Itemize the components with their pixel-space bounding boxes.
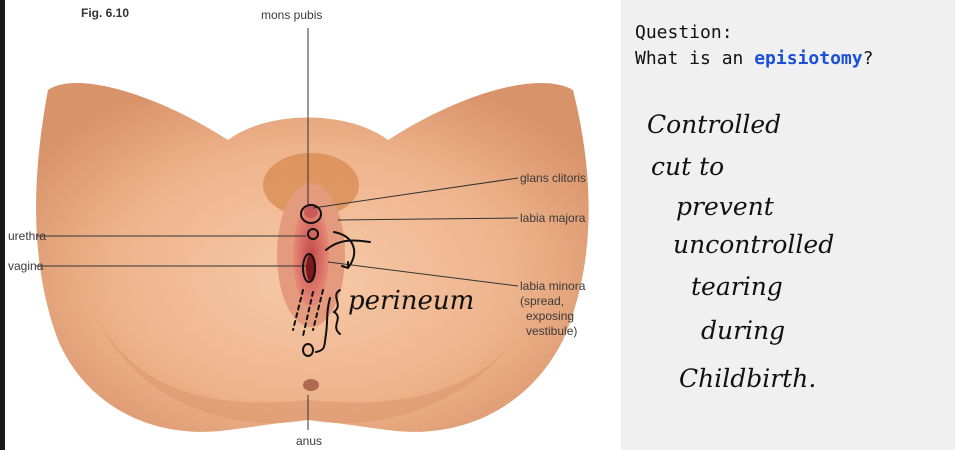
- label-labia-minora-vestibule: vestibule): [526, 324, 577, 339]
- label-vagina: vagina: [8, 259, 43, 274]
- answer-line-1: Controlled: [647, 110, 781, 139]
- label-mons-pubis: mons pubis: [261, 8, 322, 23]
- answer-line-6: during: [701, 316, 785, 345]
- question-suffix: ?: [863, 48, 874, 69]
- answer-line-2: cut to: [651, 152, 724, 181]
- question-panel: Question: What is an episiotomy? Control…: [621, 0, 955, 450]
- label-labia-minora-spread: (spread,: [520, 294, 564, 309]
- question-heading: Question:: [635, 22, 733, 43]
- figure-number: Fig. 6.10: [81, 6, 129, 20]
- answer-line-7: Childbirth.: [679, 364, 816, 393]
- anatomy-figure: Fig. 6.10 mons pubis glans clitoris labi…: [8, 0, 621, 450]
- answer-line-3: prevent: [676, 192, 774, 221]
- question-text: What is an episiotomy?: [635, 48, 873, 69]
- answer-line-4: uncontrolled: [673, 230, 834, 259]
- label-labia-minora-exposing: exposing: [526, 309, 574, 324]
- label-glans-clitoris: glans clitoris: [520, 171, 586, 186]
- left-frame-border: [0, 0, 5, 450]
- label-labia-minora: labia minora: [520, 279, 585, 294]
- question-keyword: episiotomy: [754, 48, 862, 69]
- answer-line-5: tearing: [691, 272, 783, 301]
- question-prefix: What is an: [635, 48, 754, 69]
- label-urethra: urethra: [8, 229, 46, 244]
- annotation-perineum: perineum: [348, 286, 474, 316]
- label-anus: anus: [296, 434, 322, 449]
- anus-shape: [303, 379, 319, 391]
- label-labia-majora: labia majora: [520, 211, 585, 226]
